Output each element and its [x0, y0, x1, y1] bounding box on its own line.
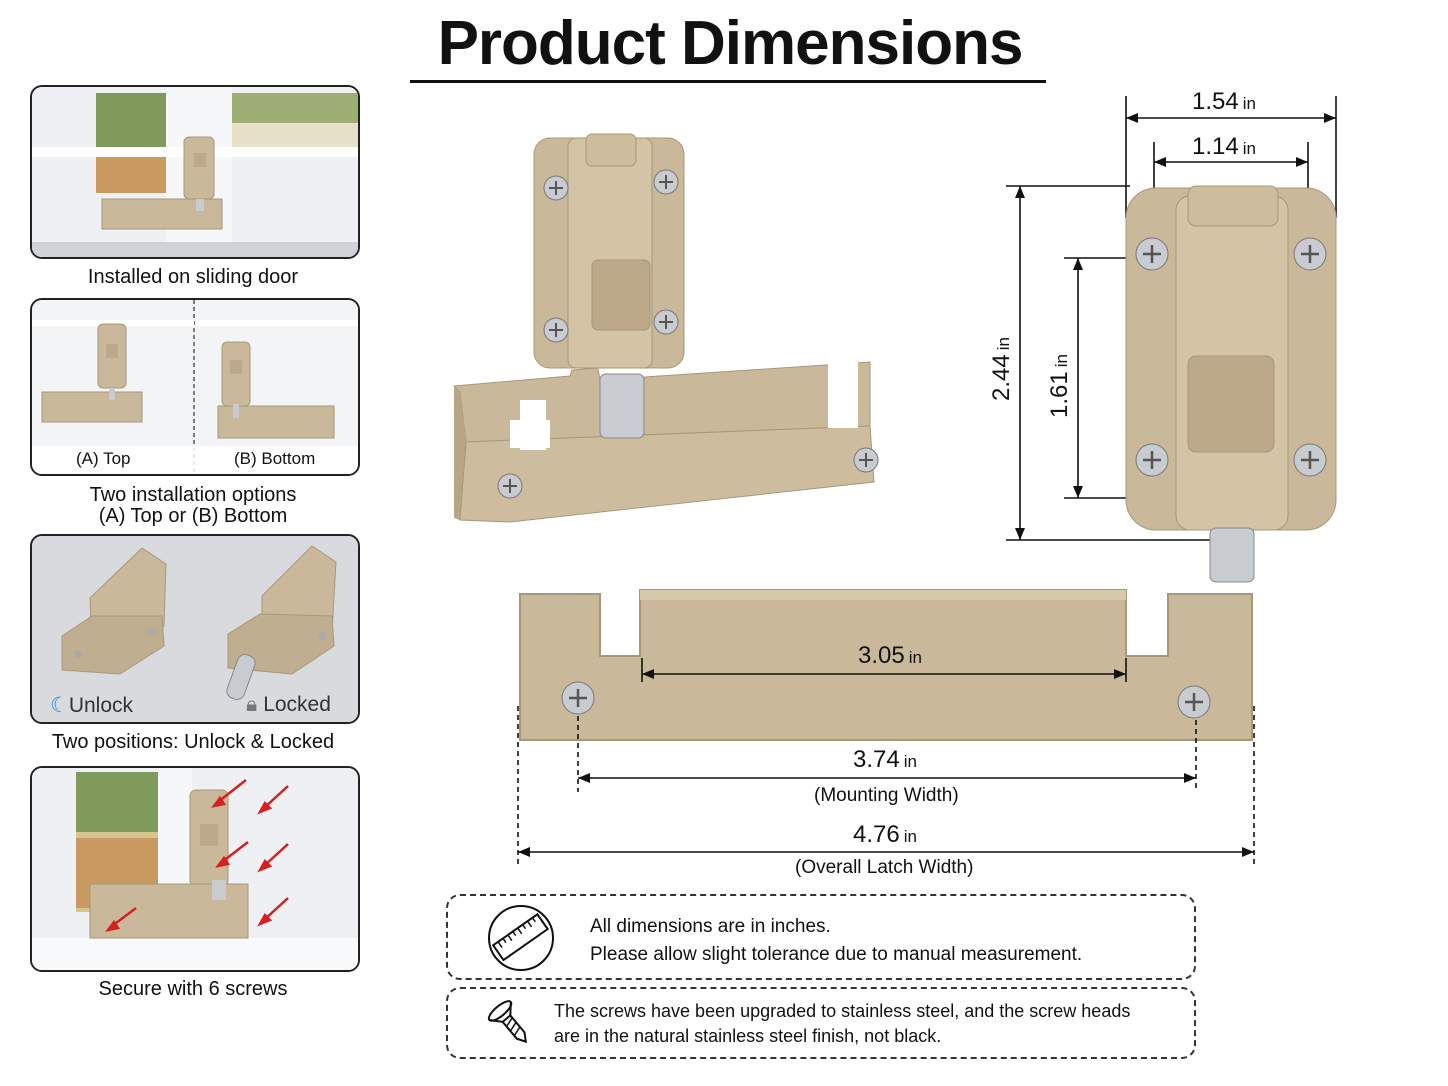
note-screws: The screws have been upgraded to stainle…: [446, 987, 1196, 1059]
caption-screws: Secure with 6 screws: [98, 978, 288, 1000]
moon-icon: ☾: [50, 694, 69, 717]
unit-label: in: [1242, 139, 1256, 158]
mounting-width-label: (Mounting Width): [814, 785, 959, 806]
unlock-label: Unlock: [68, 694, 134, 717]
unit-label: in: [1052, 354, 1071, 368]
unit-label: in: [994, 337, 1013, 351]
option-a-label: (A) Top: [76, 449, 131, 468]
note-measurement: All dimensions are in inches. Please all…: [446, 894, 1196, 980]
unit-label: in: [908, 648, 922, 667]
note1-line1: All dimensions are in inches.: [590, 916, 831, 937]
latch-front-view: [1006, 96, 1337, 583]
page-title: Product Dimensions: [437, 9, 1024, 78]
note1-line2: Please allow slight tolerance due to man…: [590, 944, 1083, 965]
unit-label: in: [903, 827, 917, 846]
latch-3d-illustration: [452, 133, 879, 523]
unit-label: in: [903, 752, 917, 771]
dim-outer-width: 1.54: [1192, 88, 1239, 115]
caption-installed: Installed on sliding door: [87, 266, 299, 288]
option-b-label: (B) Bottom: [234, 449, 316, 468]
locked-label: Locked: [263, 693, 331, 716]
caption-options-line2: (A) Top or (B) Bottom: [98, 505, 288, 527]
panel-positions: ☾Unlock 🔒︎Locked: [30, 534, 360, 724]
dim-inner-width: 1.14: [1192, 133, 1239, 160]
caption-options-line1: Two installation options: [89, 484, 297, 506]
lock-icon: 🔒︎: [246, 693, 258, 716]
panel-installed-photo: [30, 85, 360, 259]
unit-label: in: [1242, 94, 1256, 113]
panel-screws: [30, 766, 360, 972]
panel-installation-options: (A) Top (B) Bottom: [30, 298, 360, 476]
dim-overall-width: 4.76: [853, 821, 900, 848]
caption-positions: Two positions: Unlock & Locked: [51, 731, 335, 753]
overall-width-label: (Overall Latch Width): [795, 857, 974, 878]
dim-mounting-width: 3.74: [853, 746, 900, 773]
dim-total-height: 2.44: [988, 354, 1015, 401]
dim-slot-span: 3.05: [858, 642, 905, 669]
dim-hole-height: 1.61: [1046, 371, 1073, 418]
note2-line1: The screws have been upgraded to stainle…: [554, 1001, 1131, 1021]
note2-line2: are in the natural stainless steel finis…: [554, 1026, 942, 1046]
screw-icon: [487, 1000, 527, 1044]
ruler-icon: [488, 905, 554, 971]
strike-plate-front-view: [517, 589, 1255, 864]
title-underline: [410, 80, 1046, 83]
